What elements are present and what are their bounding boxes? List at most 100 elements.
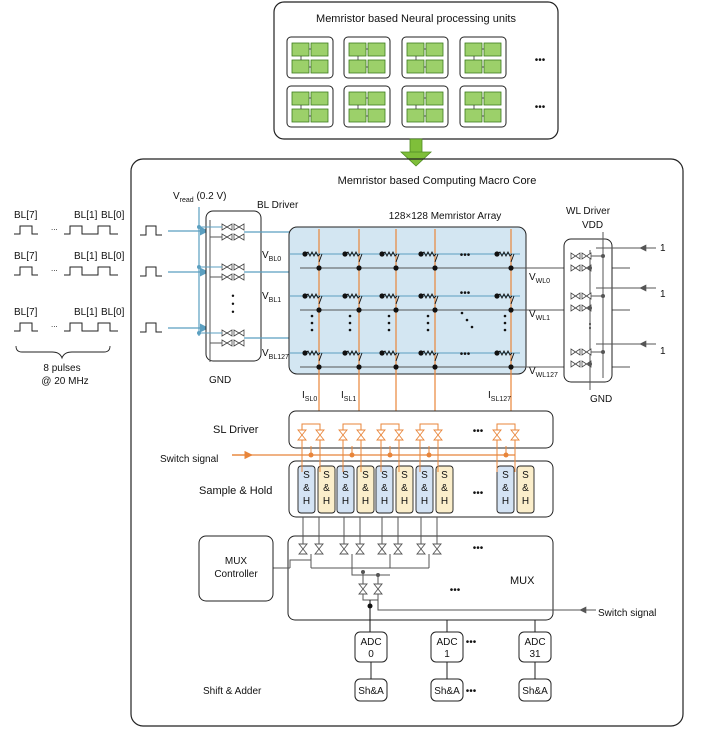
- sh-cell-char: H: [303, 496, 310, 507]
- npu-chip: [286, 36, 334, 79]
- memristor-cell: [342, 292, 363, 313]
- npu-ellipsis-row2: •••: [535, 102, 546, 113]
- sh-cell-char: &: [381, 483, 388, 494]
- sh-cell-char: H: [323, 496, 330, 507]
- npu-chip: [343, 85, 391, 128]
- vbl127-label: VBL127: [262, 348, 289, 361]
- pulse-b1-b0: [64, 322, 118, 332]
- wl-driver: WL Driver VDD GND: [563, 206, 656, 405]
- sh-cell-char: H: [421, 496, 428, 507]
- memristor-cell: [418, 250, 439, 271]
- mux-controller-line2: Controller: [214, 569, 258, 580]
- vwl127-label: VWL127: [529, 366, 558, 379]
- bl-gnd-label: GND: [209, 375, 231, 386]
- sh-cell-char: S: [502, 470, 509, 481]
- sh-cell: S & H: [375, 465, 394, 514]
- npu-chip: [459, 85, 507, 128]
- isl0-label: ISL0: [302, 390, 317, 403]
- input-pulse-group: BL[7]BL[1]BL[0]...BL[7]BL[1]BL[0]...BL[7…: [14, 210, 209, 333]
- sha-label: Sh&A: [434, 686, 460, 697]
- sha-label: Sh&A: [358, 686, 384, 697]
- driver-pulse: [140, 322, 162, 333]
- shift-adder-block: Sh&A: [430, 678, 464, 702]
- memristor-cell: [494, 250, 515, 271]
- input-pulse-row: BL[7]BL[1]BL[0]...: [14, 307, 209, 333]
- npu-title: Memristor based Neural processing units: [316, 13, 516, 25]
- npu-chip: [343, 36, 391, 79]
- sh-cell-char: &: [342, 483, 349, 494]
- pulse-b1-b0: [64, 225, 118, 235]
- mux-ellipsis-top: •••: [473, 543, 484, 554]
- npu-chip-grid: [286, 36, 507, 128]
- sh-cell-char: S: [522, 470, 529, 481]
- npu-chip: [286, 85, 334, 128]
- sh-cell-char: H: [362, 496, 369, 507]
- bit-label-0: BL[0]: [101, 307, 125, 318]
- memristor-cell: [342, 250, 363, 271]
- mux-controller: MUX Controller: [198, 535, 274, 602]
- wl-switch: [570, 284, 656, 312]
- vread-label: Vread (0.2 V): [173, 191, 226, 204]
- sh-cell-char: &: [303, 483, 310, 494]
- bit-gap: ...: [51, 223, 58, 232]
- sh-cell-char: S: [421, 470, 428, 481]
- array-title: 128×128 Memristor Array: [389, 211, 502, 222]
- bl-driver-label: BL Driver: [257, 200, 299, 211]
- sl-switches: [232, 423, 520, 472]
- sl-driver: SL Driver •••: [213, 410, 554, 449]
- memristor-cell: [418, 349, 439, 370]
- mux-controller-line1: MUX: [225, 556, 248, 567]
- sample-hold-label: Sample & Hold: [199, 485, 272, 497]
- sh-cell: S&H: [496, 465, 515, 514]
- sh-cell-char: H: [502, 496, 509, 507]
- adc-index: 1: [444, 649, 450, 660]
- pulse-b7: [14, 225, 38, 235]
- adc-index: 0: [368, 649, 374, 660]
- npu-chip: [401, 36, 449, 79]
- wl-switch: [570, 340, 656, 368]
- array-ellipsis: •••: [460, 349, 471, 360]
- bit-label-7: BL[7]: [14, 210, 38, 221]
- wl-driver-label: WL Driver: [566, 206, 611, 217]
- sh-cell-char: S: [342, 470, 349, 481]
- switch-signal-label-1: Switch signal: [160, 454, 218, 465]
- npu-panel: Memristor based Neural processing units …: [273, 1, 559, 140]
- sh-cell: S & H: [297, 465, 316, 514]
- sh-cell-char: H: [441, 496, 448, 507]
- bit-gap: ...: [51, 320, 58, 329]
- bit-label-1: BL[1]: [74, 210, 98, 221]
- sl-driver-label: SL Driver: [213, 424, 259, 436]
- isl127-label: ISL127: [488, 390, 511, 403]
- adc-name: ADC: [524, 637, 545, 648]
- sl-ellipsis: •••: [473, 426, 484, 437]
- adc-ellipsis: •••: [466, 637, 477, 648]
- sh-cell-char: S: [381, 470, 388, 481]
- sh-cell-char: &: [522, 483, 529, 494]
- sh-cell-char: H: [401, 496, 408, 507]
- wl-input-1c: 1: [660, 346, 666, 357]
- vbl0-label: VBL0: [262, 250, 281, 263]
- input-pulse-row: BL[7]BL[1]BL[0]...: [14, 210, 209, 236]
- memristor-cell: [379, 349, 400, 370]
- npu-chip: [401, 85, 449, 128]
- input-pulse-row: BL[7]BL[1]BL[0]...: [14, 251, 209, 277]
- shift-adder-label: Shift & Adder: [203, 686, 262, 697]
- sh-cell-char: &: [323, 483, 330, 494]
- mux-block: MUX ••• •••: [273, 517, 596, 632]
- wl-input-1a: 1: [660, 243, 666, 254]
- sh-cell-char: S: [303, 470, 310, 481]
- sample-hold: Sample & Hold S&HS&HS&HS&HS&HS&HS&HS&HS&…: [199, 460, 554, 518]
- bit-label-0: BL[0]: [101, 251, 125, 262]
- pulse-b7: [14, 322, 38, 332]
- bit-label-1: BL[1]: [74, 251, 98, 262]
- memristor-cell: [418, 292, 439, 313]
- sh-cell-char: H: [381, 496, 388, 507]
- sh-cell: S&H: [395, 465, 414, 514]
- shift-adder-block: Sh&A: [354, 678, 388, 702]
- pulses-frequency-label: @ 20 MHz: [41, 376, 88, 387]
- sh-cell-char: &: [441, 483, 448, 494]
- mux-ellipsis-mid: •••: [450, 585, 461, 596]
